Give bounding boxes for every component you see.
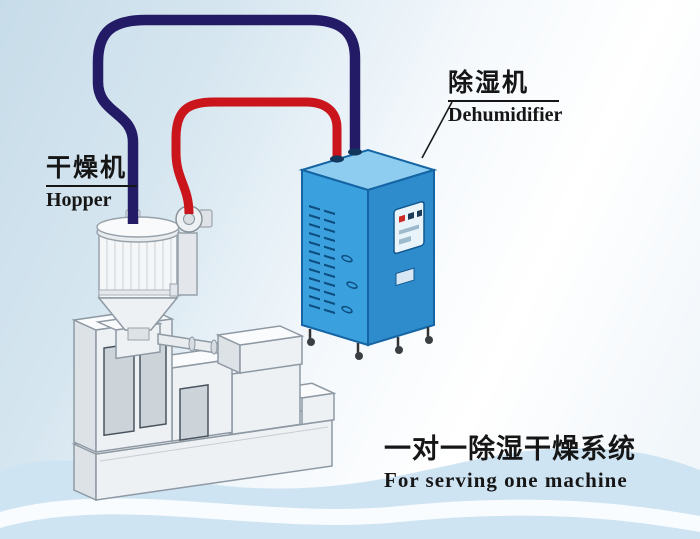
panel-dark-button bbox=[408, 212, 414, 220]
extruder-machine bbox=[71, 308, 337, 502]
panel-red-button bbox=[399, 214, 405, 223]
system-title: 一对一除湿干燥系统 For serving one machine bbox=[384, 434, 636, 493]
caster-wheels bbox=[307, 336, 433, 360]
panel-switch bbox=[399, 235, 411, 245]
system-title-cn: 一对一除湿干燥系统 bbox=[384, 434, 636, 465]
hopper-clamp-band bbox=[98, 289, 178, 296]
dehumidifier-side-panel bbox=[367, 168, 435, 347]
control-panel-group bbox=[393, 201, 425, 287]
dehumidifier-cabinet bbox=[298, 148, 438, 360]
navy-return-hose bbox=[92, 14, 361, 224]
gearbox-cover-top bbox=[215, 325, 305, 346]
dryer-label-cn: 干燥机 bbox=[46, 154, 138, 188]
dehumidifier-label: 除湿机 Dehumidifier bbox=[448, 69, 563, 127]
panel-dark-button bbox=[417, 209, 422, 218]
wave-highlight bbox=[0, 498, 700, 532]
cabinet-left-face bbox=[73, 318, 97, 454]
barrel-flange bbox=[188, 336, 196, 352]
system-title-en: For serving one machine bbox=[384, 468, 628, 493]
hose-flange bbox=[330, 155, 344, 163]
dehumidifier-front-panel bbox=[301, 168, 369, 347]
dehumidifier-label-cn: 除湿机 bbox=[448, 69, 560, 103]
bottom-wave bbox=[0, 448, 700, 539]
panel-display bbox=[399, 224, 419, 235]
front-vent-slots bbox=[341, 254, 358, 314]
casters bbox=[308, 327, 430, 353]
mid-block-door bbox=[179, 384, 209, 441]
base-seam bbox=[99, 426, 329, 462]
dehumidifier-leader-line bbox=[421, 101, 453, 159]
dryer-label: 干燥机 Hopper bbox=[46, 154, 138, 212]
dehumidifier-label-en: Dehumidifier bbox=[448, 104, 563, 127]
hopper-neck bbox=[127, 327, 150, 341]
hopper-cone bbox=[97, 297, 179, 331]
die-head-front bbox=[301, 392, 335, 426]
hopper-shading-lines bbox=[106, 233, 172, 295]
hose-flange bbox=[348, 148, 362, 156]
vent-slats bbox=[309, 205, 358, 315]
blower-duct bbox=[177, 232, 198, 296]
side-outlet bbox=[395, 267, 415, 287]
blower-fan-hub bbox=[183, 213, 195, 225]
control-panel bbox=[393, 201, 425, 255]
barrel-flange bbox=[210, 339, 218, 355]
gearbox-front-face bbox=[231, 363, 301, 436]
dryer-label-en: Hopper bbox=[46, 189, 112, 212]
red-dry-air-hose bbox=[171, 97, 342, 215]
hoses bbox=[92, 14, 362, 224]
